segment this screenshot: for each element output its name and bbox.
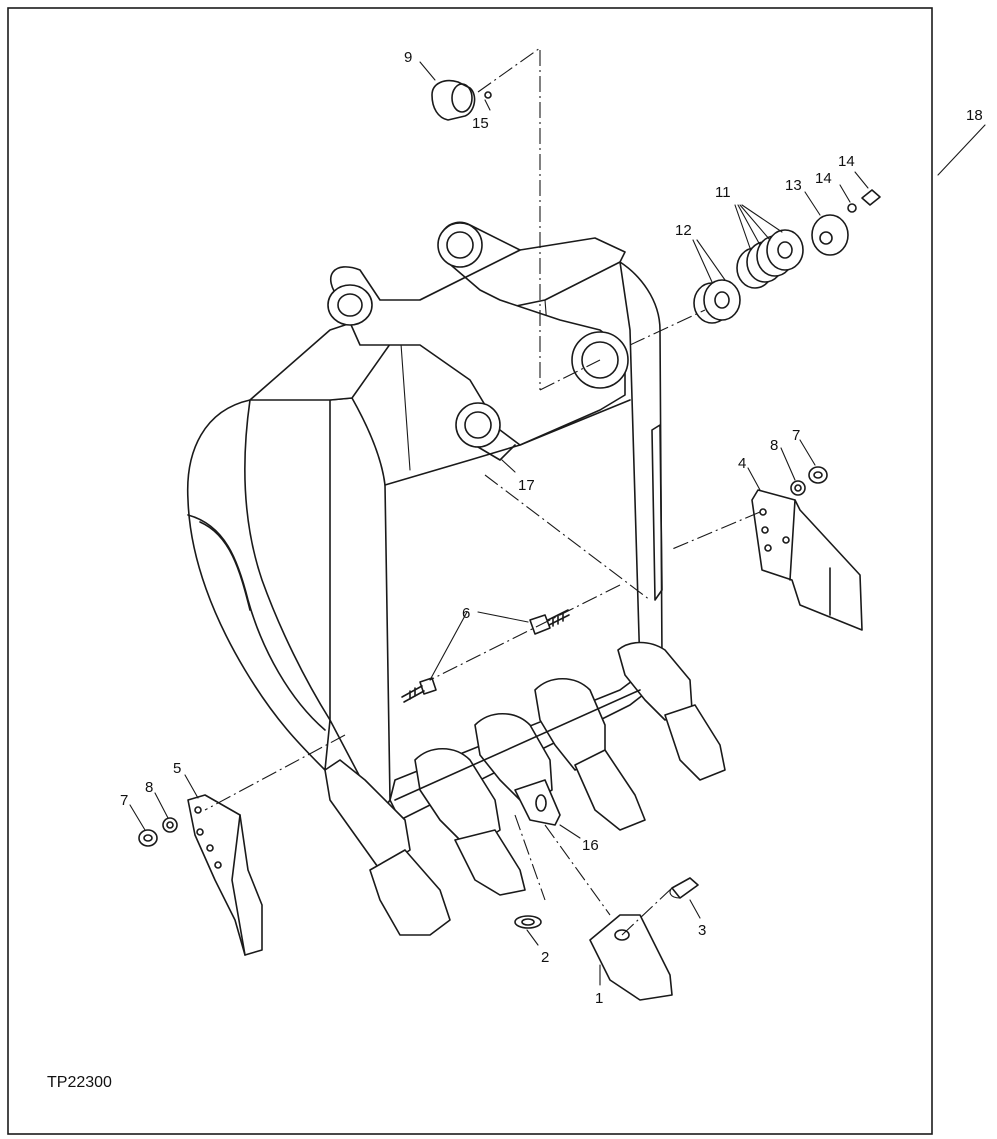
callout-15: 15 bbox=[472, 115, 489, 132]
part-16-tooth-point bbox=[514, 779, 561, 826]
part-12-plate bbox=[811, 214, 849, 256]
callout-12: 13 bbox=[785, 177, 802, 194]
part-13-bolt bbox=[861, 189, 881, 206]
callout-9: 9 bbox=[404, 49, 412, 66]
callout-17: 17 bbox=[518, 477, 535, 494]
callout-4: 4 bbox=[738, 455, 746, 472]
figure-id: TP22300 bbox=[47, 1074, 112, 1091]
callout-8-right: 8 bbox=[770, 437, 778, 454]
callout-6: 6 bbox=[462, 605, 470, 622]
part-15-oring bbox=[484, 91, 492, 99]
tooth-adapters bbox=[324, 641, 726, 936]
part-7-nut-right bbox=[808, 466, 828, 484]
part-8-washer-left bbox=[162, 817, 178, 833]
diagram-frame bbox=[7, 7, 933, 1135]
callout-7-right: 7 bbox=[792, 427, 800, 444]
callout-18: 18 bbox=[966, 107, 983, 124]
part-14-lock-washer bbox=[847, 203, 857, 213]
part-7-nut-left bbox=[138, 829, 158, 847]
callout-11: 12 bbox=[675, 222, 692, 239]
part-9-cap bbox=[431, 79, 476, 121]
part-5-side-cutter bbox=[187, 794, 263, 956]
part-1-tooth bbox=[589, 914, 673, 1001]
part-11-seals bbox=[693, 279, 741, 324]
part-3-pin bbox=[669, 877, 699, 899]
callout-2: 2 bbox=[541, 949, 549, 966]
part-8-washer-right bbox=[790, 480, 806, 496]
part-4-side-cutter bbox=[751, 489, 863, 631]
callout-1: 1 bbox=[595, 990, 603, 1007]
assembly-centerlines bbox=[204, 46, 761, 936]
callout-14: 14 bbox=[815, 170, 832, 187]
callout-7-left: 7 bbox=[120, 792, 128, 809]
callout-labels: 9 15 12 11 13 14 14 18 17 4 8 7 6 5 8 7 … bbox=[120, 49, 983, 1007]
callout-13: 14 bbox=[838, 153, 855, 170]
callout-10: 11 bbox=[715, 184, 731, 201]
linkage-mount bbox=[327, 221, 629, 461]
callout-16: 16 bbox=[582, 837, 599, 854]
part-10-shims bbox=[736, 229, 804, 289]
callout-8-left: 8 bbox=[145, 779, 153, 796]
leader-lines bbox=[129, 61, 986, 986]
callout-3: 3 bbox=[698, 922, 706, 939]
part-2-retainer bbox=[514, 915, 542, 929]
callout-5: 5 bbox=[173, 760, 181, 777]
